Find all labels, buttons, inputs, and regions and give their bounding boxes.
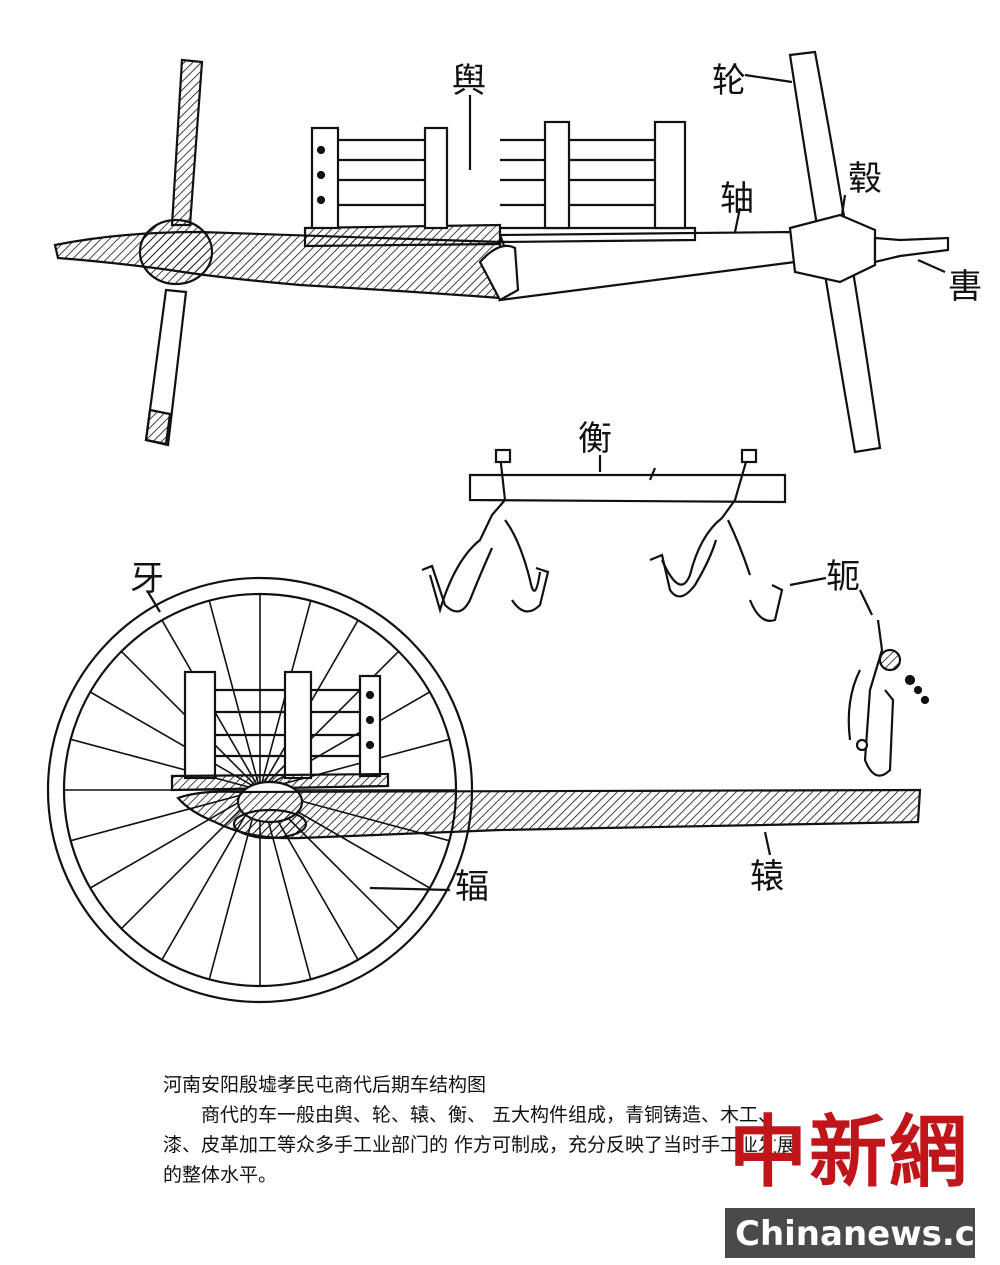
- side-wheel-outer: [46, 576, 474, 1004]
- diagram-labels: 舆 轮 毂 轴 軎 衡 轭 牙 辐 辕: [130, 61, 982, 907]
- caption-title: 河南安阳殷墟孝民屯商代后期车结构图: [163, 1074, 487, 1096]
- label-ya: 牙: [130, 559, 164, 599]
- heng-crossbar: [468, 473, 787, 504]
- label-lun: 轮: [712, 61, 746, 101]
- label-heng: 衡: [578, 419, 612, 459]
- top-axle-cap: [873, 236, 950, 264]
- top-hub: [788, 213, 877, 284]
- watermark-english: Chinanews.com: [735, 1214, 1000, 1254]
- chariot-structure-diagram: 舆 轮 毂 轴 軎 衡 轭 牙 辐 辕: [46, 50, 982, 1004]
- label-zhou: 轴: [720, 179, 754, 219]
- top-pole: [53, 230, 502, 300]
- label-wei: 軎: [948, 267, 982, 307]
- watermark-chinese: 中新網: [729, 1107, 970, 1198]
- watermark-english-box: Chinanews.com: [725, 1208, 1000, 1258]
- chinanews-watermark: 中新網 Chinanews.com: [725, 1090, 1000, 1260]
- top-yoke: [170, 58, 204, 227]
- label-yu: 舆: [452, 61, 486, 101]
- label-fu: 辐: [455, 867, 489, 907]
- label-yuan: 辕: [750, 857, 784, 897]
- top-view: [53, 50, 950, 454]
- yoke-detail: [421, 448, 930, 777]
- side-view: [46, 576, 922, 1004]
- top-yoke-lower: [144, 288, 188, 447]
- caption: 河南安阳殷墟孝民屯商代后期车结构图 商代的车一般由舆、轮、辕、衡、 五大构件组成…: [163, 1070, 803, 1190]
- caption-body: 商代的车一般由舆、轮、辕、衡、 五大构件组成，青铜铸造、木工、 漆、皮革加工等众…: [163, 1104, 797, 1186]
- label-e: 轭: [826, 557, 860, 597]
- label-gu: 毂: [848, 159, 882, 199]
- side-pole: [176, 788, 922, 840]
